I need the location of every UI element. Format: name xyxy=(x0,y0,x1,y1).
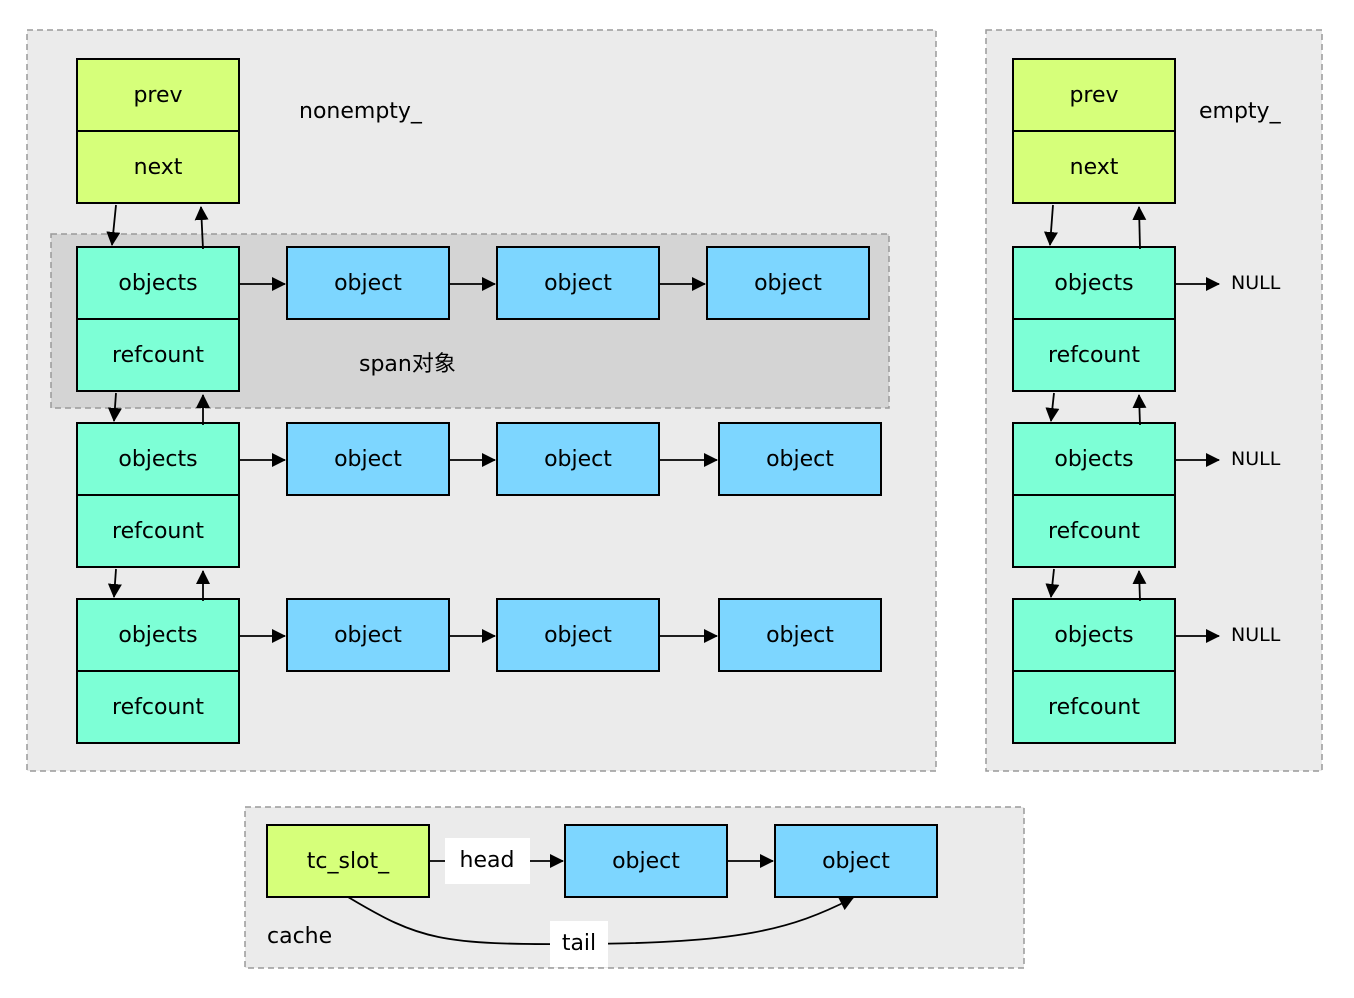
nonempty-row2-object-3 xyxy=(718,422,882,496)
nonempty-object-chain-arrows xyxy=(239,277,718,643)
empty-row1-objects-label: objects xyxy=(1054,271,1133,296)
nonempty-row3-refcount-box xyxy=(76,670,240,744)
empty-row3-null-label: NULL xyxy=(1231,624,1281,646)
empty-row3-refcount-box xyxy=(1012,670,1176,744)
head-label: head xyxy=(460,848,515,873)
nonempty-row2-object-3-label: object xyxy=(766,447,834,472)
cache-object-1 xyxy=(564,824,728,898)
empty-link-arrows xyxy=(1043,204,1220,643)
empty-row1-refcount-box xyxy=(1012,318,1176,392)
tail-label: tail xyxy=(562,931,596,956)
nonempty-row1-object-2 xyxy=(496,246,660,320)
cache-object-2-label: object xyxy=(822,849,890,874)
cache-slot-box xyxy=(266,824,430,898)
nonempty-row2-object-1-label: object xyxy=(334,447,402,472)
nonempty-link-arrows xyxy=(106,204,210,601)
empty-prev-label: prev xyxy=(1069,83,1118,108)
cache-slot-label: tc_slot_ xyxy=(307,849,390,874)
nonempty-row3-object-2 xyxy=(496,598,660,672)
nonempty-row3-object-3-label: object xyxy=(766,623,834,648)
nonempty-row1-object-3-label: object xyxy=(754,271,822,296)
nonempty-row3-object-2-label: object xyxy=(544,623,612,648)
span-object-label: span对象 xyxy=(359,352,456,377)
empty-row1-null-label: NULL xyxy=(1231,272,1281,294)
empty-row3-objects-label: objects xyxy=(1054,623,1133,648)
nonempty-row1-objects-box xyxy=(76,246,240,320)
nonempty-row1-refcount-label: refcount xyxy=(112,343,204,368)
nonempty-list-label: nonempty_ xyxy=(299,99,423,124)
nonempty-prev-label: prev xyxy=(133,83,182,108)
empty-list-label: empty_ xyxy=(1199,99,1282,124)
cache-label: cache xyxy=(267,924,332,949)
nonempty-row3-object-1 xyxy=(286,598,450,672)
nonempty-row2-objects-box xyxy=(76,422,240,496)
nonempty-row1-object-2-label: object xyxy=(544,271,612,296)
nonempty-row1-object-1-label: object xyxy=(334,271,402,296)
tail-label-bg xyxy=(550,921,608,967)
nonempty-row3-refcount-label: refcount xyxy=(112,695,204,720)
nonempty-row2-object-2 xyxy=(496,422,660,496)
cache-object-2 xyxy=(774,824,938,898)
empty-row2-null-label: NULL xyxy=(1231,448,1281,470)
nonempty-row2-object-2-label: object xyxy=(544,447,612,472)
nonempty-next-box xyxy=(76,130,240,204)
nonempty-next-label: next xyxy=(134,155,183,180)
nonempty-prev-box xyxy=(76,58,240,132)
nonempty-row2-refcount-box xyxy=(76,494,240,568)
nonempty-row1-object-1 xyxy=(286,246,450,320)
empty-row1-objects-box xyxy=(1012,246,1176,320)
nonempty-row1-objects-label: objects xyxy=(118,271,197,296)
nonempty-row1-object-3 xyxy=(706,246,870,320)
empty-row2-refcount-label: refcount xyxy=(1048,519,1140,544)
cache-object-1-label: object xyxy=(612,849,680,874)
empty-row3-objects-box xyxy=(1012,598,1176,672)
nonempty-row2-refcount-label: refcount xyxy=(112,519,204,544)
nonempty-row2-objects-label: objects xyxy=(118,447,197,472)
empty-row2-objects-box xyxy=(1012,422,1176,496)
nonempty-row3-object-3 xyxy=(718,598,882,672)
empty-prev-box xyxy=(1012,58,1176,132)
nonempty-row2-object-1 xyxy=(286,422,450,496)
empty-row2-refcount-box xyxy=(1012,494,1176,568)
empty-row3-refcount-label: refcount xyxy=(1048,695,1140,720)
empty-row2-objects-label: objects xyxy=(1054,447,1133,472)
nonempty-row3-object-1-label: object xyxy=(334,623,402,648)
empty-next-box xyxy=(1012,130,1176,204)
nonempty-row1-refcount-box xyxy=(76,318,240,392)
nonempty-row3-objects-label: objects xyxy=(118,623,197,648)
empty-row1-refcount-label: refcount xyxy=(1048,343,1140,368)
empty-next-label: next xyxy=(1070,155,1119,180)
head-label-bg xyxy=(445,838,530,884)
